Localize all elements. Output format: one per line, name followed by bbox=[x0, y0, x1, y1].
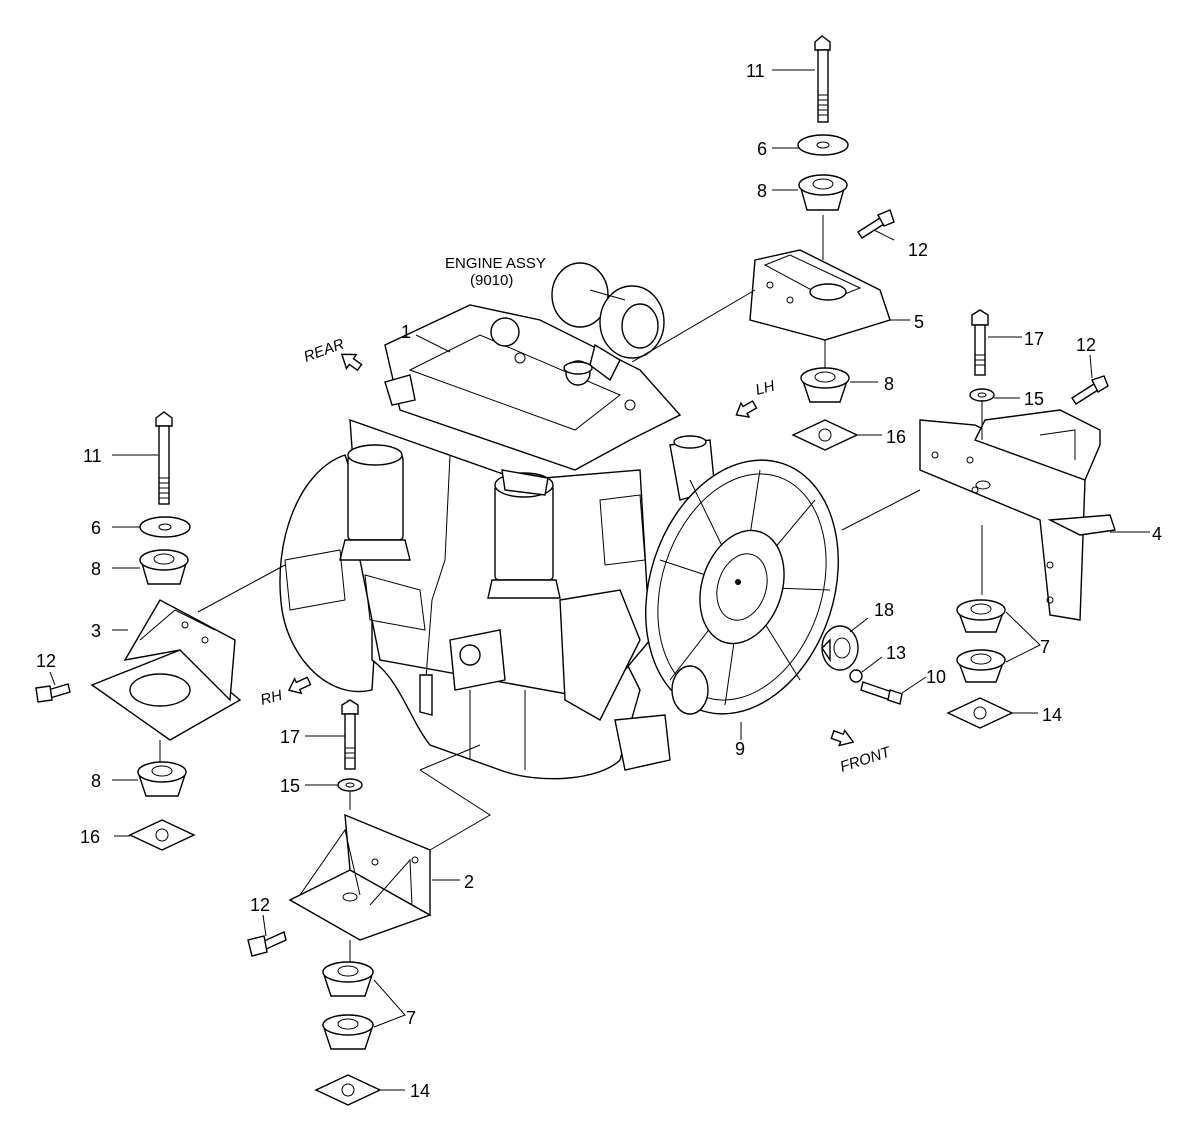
callout-16-left: 16 bbox=[80, 827, 100, 847]
cooling-fan bbox=[645, 459, 839, 715]
callout-15-bottom: 14 bbox=[410, 1081, 430, 1101]
washer-14-bottom bbox=[337, 778, 363, 792]
callout-8-left-lower: 8 bbox=[91, 771, 101, 791]
fan-washer bbox=[849, 669, 863, 683]
callout-12-right: 12 bbox=[1076, 335, 1096, 355]
washer-14-right bbox=[969, 388, 995, 402]
rubber-mount-7-right-lower bbox=[956, 649, 1006, 683]
callout-10: 10 bbox=[926, 667, 946, 687]
callout-13: 13 bbox=[886, 643, 906, 663]
bolt-11-left bbox=[155, 411, 173, 505]
bolt-12-top bbox=[857, 209, 895, 239]
callout-8-top: 8 bbox=[757, 181, 767, 201]
bracket-2 bbox=[288, 813, 432, 941]
callout-9: 9 bbox=[735, 739, 745, 759]
callout-18: 18 bbox=[874, 600, 894, 620]
engine-assy-code: (9010) bbox=[470, 272, 513, 289]
bolt-12-bottom bbox=[247, 931, 287, 957]
bolt-12-right bbox=[1071, 375, 1109, 405]
fan-bolt bbox=[860, 681, 903, 705]
callout-3: 3 bbox=[91, 621, 101, 641]
bracket-5 bbox=[749, 249, 891, 341]
callout-17-right: 17 bbox=[1024, 329, 1044, 349]
rh-label: RH bbox=[259, 687, 284, 709]
callout-2: 2 bbox=[464, 872, 474, 892]
plate-16-top bbox=[791, 419, 859, 451]
rear-direction-arrow bbox=[340, 353, 363, 372]
callout-16-top: 16 bbox=[886, 427, 906, 447]
rubber-mount-8-middle bbox=[800, 367, 850, 403]
callout-17-bottom: 17 bbox=[280, 727, 300, 747]
fuel-filter bbox=[487, 469, 561, 599]
plate-16-left bbox=[128, 819, 196, 851]
rubber-mount-8-top bbox=[798, 174, 848, 211]
washer-6-top bbox=[797, 134, 849, 156]
callout-14-bottom: 15 bbox=[280, 776, 300, 796]
front-label: FRONT bbox=[838, 743, 894, 776]
fan-spacer bbox=[821, 625, 859, 671]
lh-direction-arrow bbox=[735, 400, 758, 418]
callout-numbers: 11 6 8 12 5 8 16 1 17 12 15 4 7 14 18 13… bbox=[36, 61, 1162, 1101]
rear-label: REAR bbox=[302, 335, 347, 365]
rh-direction-arrow bbox=[287, 676, 312, 695]
callout-1: 1 bbox=[401, 322, 411, 342]
callout-14-right: 15 bbox=[1024, 389, 1044, 409]
rubber-mount-8-left-lower bbox=[137, 761, 187, 797]
callout-11-left: 11 bbox=[83, 446, 102, 466]
leader-lines bbox=[49, 69, 1150, 1091]
bolt-11-top bbox=[814, 35, 831, 123]
callout-7-bottom: 7 bbox=[406, 1008, 416, 1028]
bolt-12-left bbox=[35, 683, 71, 703]
callout-12-top: 12 bbox=[908, 240, 928, 260]
callout-7-right: 7 bbox=[1040, 637, 1050, 657]
front-direction-arrow bbox=[830, 729, 855, 747]
bolt-17-bottom bbox=[341, 699, 359, 770]
lh-label: LH bbox=[754, 377, 777, 398]
rubber-mount-7-right-upper bbox=[956, 599, 1006, 633]
callout-12-bottom: 12 bbox=[250, 895, 270, 915]
rubber-mount-8-left-upper bbox=[139, 549, 189, 585]
turbocharger bbox=[551, 262, 665, 382]
callout-11-top: 11 bbox=[746, 61, 765, 81]
bolt-17-right bbox=[971, 309, 989, 376]
callout-12-left: 12 bbox=[36, 651, 56, 671]
rubber-mount-7-bottom-upper bbox=[322, 961, 374, 997]
callout-8-left-upper: 8 bbox=[91, 559, 101, 579]
engine-assembly bbox=[279, 262, 716, 780]
bracket-4 bbox=[919, 409, 1116, 621]
callout-4: 4 bbox=[1152, 524, 1162, 544]
rubber-mount-7-bottom-lower bbox=[322, 1014, 374, 1050]
callout-8-middle: 8 bbox=[884, 374, 894, 394]
callout-5: 5 bbox=[914, 312, 924, 332]
washer-6-left bbox=[139, 516, 191, 538]
plate-15-right bbox=[946, 697, 1014, 729]
engine-assy-title: ENGINE ASSY bbox=[445, 255, 546, 272]
callout-15-right: 14 bbox=[1042, 705, 1062, 725]
callout-6-left: 6 bbox=[91, 518, 101, 538]
callout-6-top: 6 bbox=[757, 139, 767, 159]
oil-filter bbox=[339, 444, 411, 561]
plate-15-bottom bbox=[314, 1074, 382, 1106]
bracket-3 bbox=[90, 599, 242, 741]
